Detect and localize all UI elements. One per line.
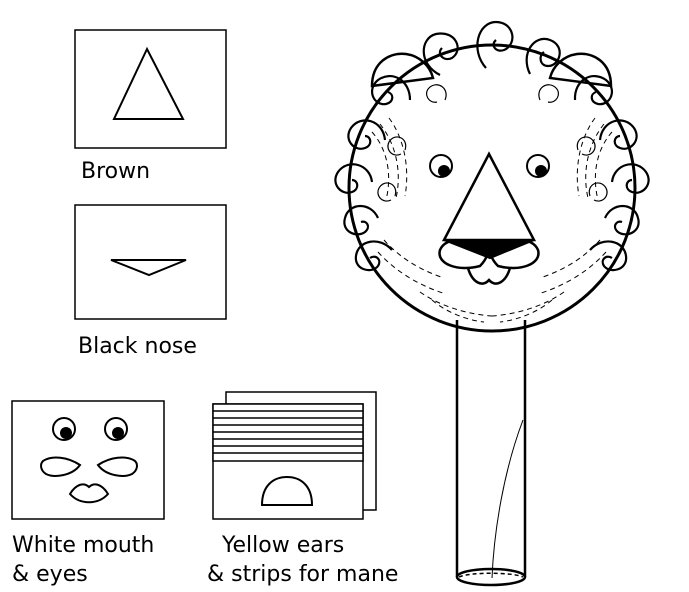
brown-triangle-panel	[75, 30, 226, 148]
label-yellow-line2: & strips for mane	[207, 561, 398, 588]
eye-icon	[105, 418, 127, 440]
lion-eye-left	[430, 155, 452, 177]
lion-mask-icon	[335, 22, 648, 585]
black-nose-panel	[75, 205, 226, 319]
label-yellow-line1: Yellow ears	[222, 532, 344, 559]
yellow-panel	[213, 392, 376, 519]
mouth-icon	[41, 458, 137, 503]
strips-icon	[213, 404, 363, 461]
white-mouth-panel	[12, 401, 164, 519]
triangle-icon	[114, 49, 183, 119]
label-black-nose: Black nose	[78, 333, 197, 360]
stick	[457, 320, 525, 585]
lion-nose-triangle	[444, 154, 534, 240]
lion-eye-right	[527, 155, 549, 177]
label-white-mouth-line1: White mouth	[12, 532, 154, 559]
label-white-mouth-line2: & eyes	[12, 561, 88, 588]
eye-icon	[53, 418, 75, 440]
nose-icon	[111, 260, 186, 275]
label-brown: Brown	[81, 158, 150, 185]
